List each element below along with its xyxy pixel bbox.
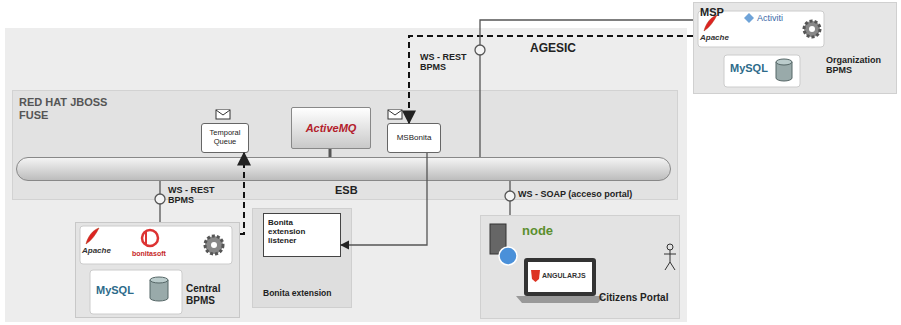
text-anchor: WS - REST BPMS [420,52,472,73]
logo-text: MySQL [96,284,134,297]
node-text: RED HAT JBOSS FUSE [19,96,119,121]
gear-icon [804,21,820,37]
dashed-arrow [240,153,244,234]
activiti-icon [744,13,754,23]
node-text: Bonita extension listener [268,218,318,246]
logo-panel [80,226,232,264]
text-anchor: ESB [335,184,358,197]
apache-feather [704,15,717,31]
logo-panel [698,11,824,47]
logo-text: MySQL [730,62,768,75]
person-icon [664,244,676,270]
bonita-logo [142,230,158,246]
connector-line [329,149,332,157]
component-group: Bonita extension Bonita extension listene… [252,208,352,308]
node-text: Bonita extension [263,289,331,299]
gear-icon [205,236,223,254]
component-box: Bonita extension listener [263,213,341,257]
text-anchor: RED HAT JBOSS FUSE [19,96,119,121]
edge-label: WS - SOAP (acceso portal) [518,189,632,199]
node-text: Central BPMS [186,283,238,306]
dashed-arrow [409,36,693,123]
platform-band: RED HAT JBOSS FUSE Temporal Queue ActiveMQ… [12,90,678,200]
node-text: ESB [335,184,358,197]
node-text: AGESIC [530,42,576,56]
text-anchor: MySQL [96,284,134,297]
laptop-screen [524,258,596,296]
node-text: Temporal Queue [203,129,247,146]
text-anchor: Apache [700,33,729,42]
connector-line [480,20,693,157]
database-icon [776,59,792,81]
logo-text: Apache [82,246,111,255]
text-anchor: WS - REST BPMS [168,185,224,206]
node-text: MSBonita [397,133,432,142]
laptop-display [528,262,592,292]
envelope-icon [216,110,402,119]
database-icon [150,277,168,301]
logo-text: Activiti [757,13,783,23]
text-anchor: Citizens Portal [599,292,671,304]
bus-bar: ESB [16,157,671,181]
logo-text: ANGULARJS [542,272,586,280]
interface-symbol [475,45,485,55]
edge-label: WS - REST BPMS [420,52,472,73]
edge-label: WS - REST BPMS [168,185,224,206]
text-anchor: Bonita extension listener [268,218,318,246]
angular-shield [531,270,540,282]
text-anchor: Central BPMS [186,283,238,306]
broker-box: ActiveMQ [291,107,371,149]
text-anchor: Organization BPMS [826,55,894,76]
text-anchor: MySQL [730,62,768,75]
text-anchor: Bonita extension [263,289,331,299]
text-anchor: MSP [700,6,724,19]
text-anchor: ANGULARJS [542,272,586,280]
interface-symbol [155,194,165,204]
text-anchor: WS - SOAP (acceso portal) [518,189,632,199]
logo-text: bonitasoft [132,250,166,258]
text-anchor: node [522,224,553,239]
interface-symbol [505,191,515,201]
bonita-logo-stroke [145,232,147,244]
db-panel [90,270,182,314]
text-anchor: bonitasoft [132,250,166,258]
text-anchor: Apache [82,246,111,255]
node-text: ActiveMQ [306,122,357,135]
apache-feather [86,228,99,244]
text-anchor: Activiti [757,13,783,23]
node-text: Organization BPMS [826,55,894,76]
laptop-base [516,296,604,303]
node-text: Citizens Portal [599,292,671,304]
db-panel [724,55,800,87]
text-anchor: AGESIC [530,42,576,56]
logo-text: Apache [700,33,729,42]
connector-line [341,153,427,245]
globe-icon [499,247,517,265]
node-text: MSP [700,6,724,19]
queue-box: Temporal Queue [201,123,249,153]
logo-text: node [522,224,553,239]
queue-box: MSBonita [387,123,441,153]
